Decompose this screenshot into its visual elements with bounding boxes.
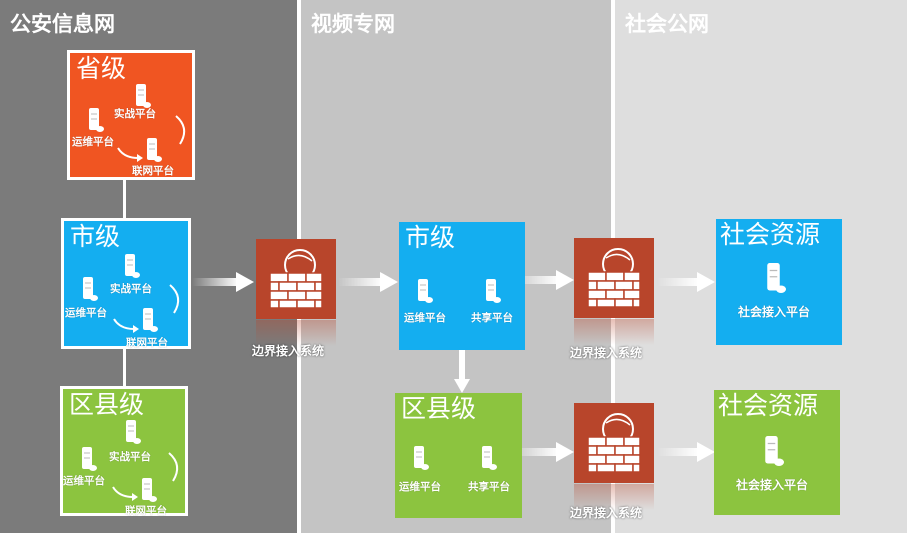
firewall-police-video: [256, 239, 336, 319]
social-resource-box-bottom: 社会资源 社会接入平台: [714, 390, 840, 515]
city-combat-label: 实战平台: [110, 283, 152, 295]
server-icon: [89, 108, 104, 132]
arrow-right-icon: [510, 270, 574, 290]
video-district-title: 区县级: [401, 394, 477, 423]
district-combat-label: 实战平台: [109, 451, 151, 463]
city-title: 市级: [70, 222, 121, 251]
firewall-icon: [587, 248, 641, 308]
cycle-arrow-icon: [112, 452, 179, 501]
social-title-top: 社会资源: [720, 220, 821, 249]
server-icon: [486, 279, 501, 303]
server-icon: [142, 478, 157, 502]
connector-city-district: [123, 348, 126, 386]
server-icon: [83, 277, 98, 301]
province-link-label: 联网平台: [132, 165, 174, 177]
district-box: 区县级 实战平台 运维平台 联网平台: [60, 386, 188, 517]
video-city-box: 市级 运维平台 共享平台: [399, 222, 525, 350]
city-ops-label: 运维平台: [65, 307, 107, 319]
arrow-right-icon: [657, 272, 715, 292]
connector-province-city: [123, 180, 126, 220]
province-ops-label: 运维平台: [72, 136, 114, 148]
firewall-video-public-bottom: [574, 403, 654, 483]
zone-title-public: 社会公网: [625, 12, 709, 36]
server-icon: [147, 138, 162, 162]
firewall-label-3: 边界接入系统: [570, 506, 643, 520]
firewall-reflection: [574, 484, 654, 510]
cycle-arrow-icon: [113, 284, 180, 333]
city-link-label: 联网平台: [126, 337, 168, 349]
video-city-title: 市级: [405, 223, 456, 252]
zone-title-video: 视频专网: [311, 12, 395, 36]
server-icon: [482, 446, 497, 470]
firewall-reflection: [574, 319, 654, 345]
social-access-label-bottom: 社会接入平台: [736, 478, 809, 492]
server-icon: [125, 254, 140, 278]
server-icon: [126, 420, 141, 444]
firewall-label-2: 边界接入系统: [570, 346, 643, 360]
arrow-right-icon: [192, 272, 254, 292]
firewall-reflection: [256, 320, 336, 346]
district-ops-label: 运维平台: [63, 475, 105, 487]
video-city-ops-label: 运维平台: [404, 312, 446, 324]
server-icon: [136, 84, 151, 108]
city-box: 市级 实战平台 运维平台 联网平台: [61, 218, 191, 349]
province-box: 省级 实战平台 运维平台 联网平台: [67, 50, 195, 180]
server-icon: [414, 446, 429, 470]
video-city-share-label: 共享平台: [471, 312, 513, 324]
arrow-right-icon: [510, 442, 574, 462]
video-district-share-label: 共享平台: [468, 481, 510, 493]
server-icon: [765, 436, 784, 466]
arrow-right-icon: [657, 442, 715, 462]
zone-title-police: 公安信息网: [10, 12, 115, 36]
video-district-ops-label: 运维平台: [399, 481, 441, 493]
server-icon: [767, 263, 786, 293]
server-icon: [143, 308, 158, 332]
firewall-label-1: 边界接入系统: [252, 344, 325, 358]
server-icon: [418, 279, 433, 303]
district-title: 区县级: [69, 390, 145, 419]
video-district-box: 区县级 运维平台 共享平台: [395, 393, 522, 518]
arrow-right-icon: [338, 272, 398, 292]
firewall-icon: [587, 413, 641, 473]
server-icon: [82, 447, 97, 471]
social-access-label-top: 社会接入平台: [738, 305, 811, 319]
firewall-icon: [269, 249, 323, 309]
firewall-video-public-top: [574, 238, 654, 318]
province-title: 省级: [76, 54, 127, 83]
social-resource-box-top: 社会资源 社会接入平台: [716, 219, 842, 345]
cycle-arrow-icon: [117, 115, 186, 162]
district-link-label: 联网平台: [125, 505, 167, 517]
province-combat-label: 实战平台: [114, 108, 156, 120]
social-title-bottom: 社会资源: [718, 391, 819, 420]
